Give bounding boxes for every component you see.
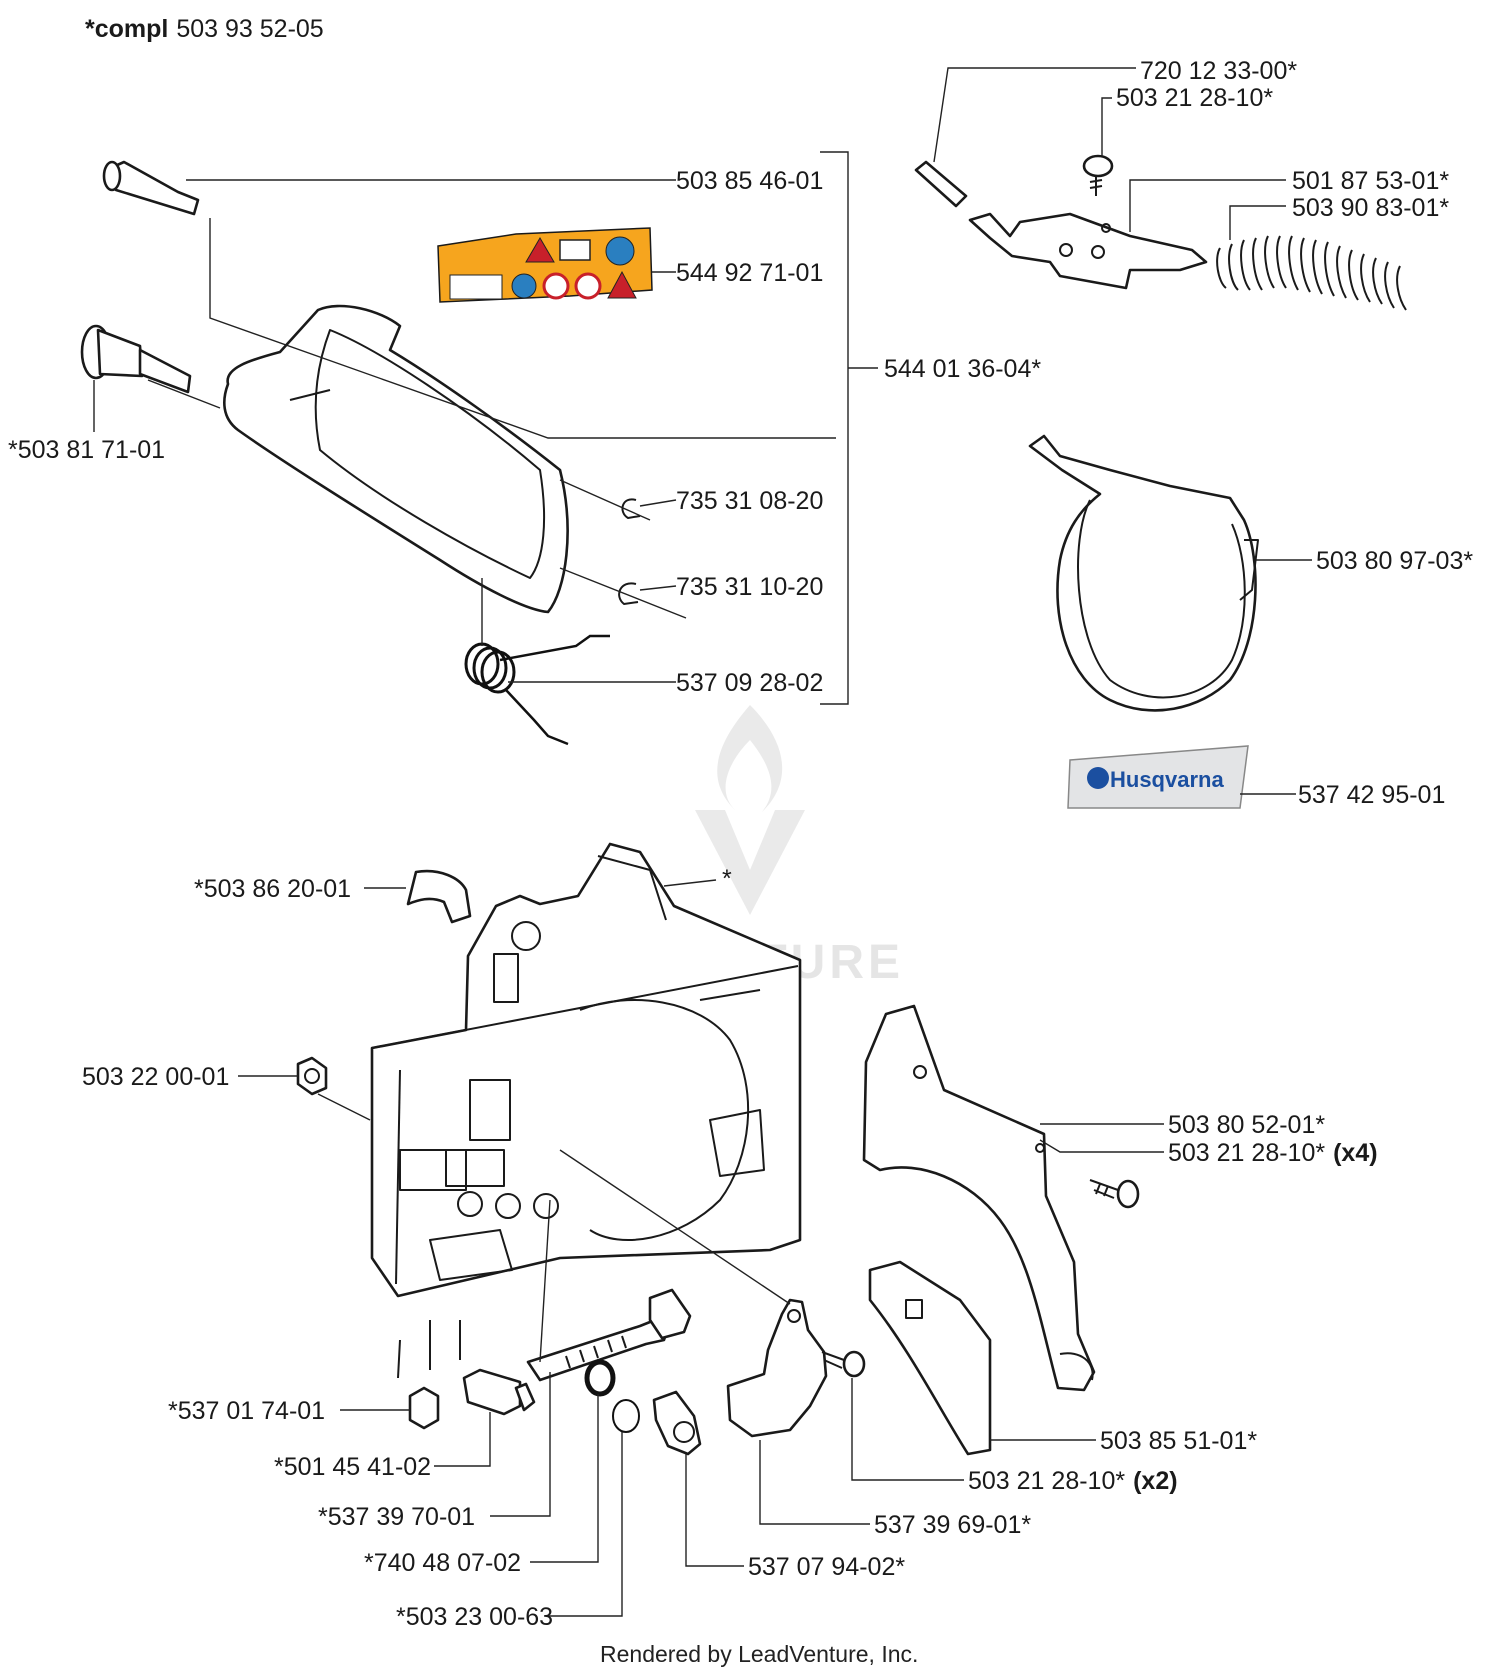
label-503-21-28-10-x4: 503 21 28-10*(x4) [1168,1139,1378,1167]
footer-credit: Rendered by LeadVenture, Inc. [600,1641,918,1667]
label-740-48-07-02: *740 48 07-02 [364,1549,521,1577]
warning-decal-part [437,227,653,303]
label-537-09-28-02: 537 09 28-02 [676,669,823,697]
adjuster-gear-part [652,1390,702,1456]
brake-pin-part [914,160,968,208]
tensioner-housing-part [726,1298,828,1438]
guard-screw-part [1089,1179,1140,1209]
label-537-39-70-01: *537 39 70-01 [318,1503,475,1531]
label-503-85-46-01: 503 85 46-01 [676,167,823,195]
brake-spring-part [1216,235,1407,311]
guard-plate-part [868,1260,992,1456]
shoulder-bolt-part [80,324,192,394]
chain-tensioner-part [526,1288,692,1382]
label-503-21-28-10-x2: 503 21 28-10*(x2) [968,1467,1178,1495]
label-544-01-36-04: 544 01 36-04* [884,355,1041,383]
label-503-23-00-63: *503 23 00-63 [396,1603,553,1631]
label-720-12-33-00: 720 12 33-00* [1140,57,1297,85]
label-537-07-94-02: 537 07 94-02* [748,1553,905,1581]
label-503-80-52-01: 503 80 52-01* [1168,1111,1325,1139]
label-501-45-41-02: *501 45 41-02 [274,1453,431,1481]
clip-08-part [621,498,641,519]
label-544-92-71-01: 544 92 71-01 [676,259,823,287]
clip-10-part [618,582,639,605]
hex-nut-part [296,1056,328,1096]
label-503-21-28-10-a: 503 21 28-10* [1116,84,1273,112]
adjuster-nut-part [462,1368,536,1416]
label-asterisk: * [722,865,732,893]
label-503-81-71-01: *503 81 71-01 [8,436,165,464]
label-503-90-83-01: 503 90 83-01* [1292,194,1449,222]
label-537-42-95-01: 537 42 95-01 [1298,781,1445,809]
small-bracket-part [406,869,472,924]
label-503-85-51-01: 503 85 51-01* [1100,1427,1257,1455]
label-735-31-08-20: 735 31 08-20 [676,487,823,515]
pin-part [102,160,200,216]
husqvarna-decal-part: Husqvarna [1067,745,1249,809]
label-735-31-10-20: 735 31 10-20 [676,573,823,601]
tensioner-screw-part [821,1350,866,1378]
label-503-80-97-03: 503 80 97-03* [1316,547,1473,575]
adjuster-cap-part [408,1386,440,1430]
clutch-guard-part [862,1004,1096,1392]
label-537-01-74-01: *537 01 74-01 [168,1397,325,1425]
torsion-spring-part [464,634,610,746]
husqvarna-logo-text: Husqvarna [1110,767,1224,792]
label-501-87-53-01: 501 87 53-01* [1292,167,1449,195]
washer-part [612,1399,640,1433]
label-503-22-00-01: 503 22 00-01 [82,1063,229,1091]
label-537-39-69-01: 537 39 69-01* [874,1511,1031,1539]
brake-lever-part [968,212,1208,290]
o-ring-part [584,1359,616,1397]
brake-band-part [1028,434,1259,712]
clutch-cover-part [370,842,802,1379]
hand-guard-part [223,304,569,614]
label-503-86-20-01: *503 86 20-01 [194,875,351,903]
brake-screw-part [1082,154,1114,196]
